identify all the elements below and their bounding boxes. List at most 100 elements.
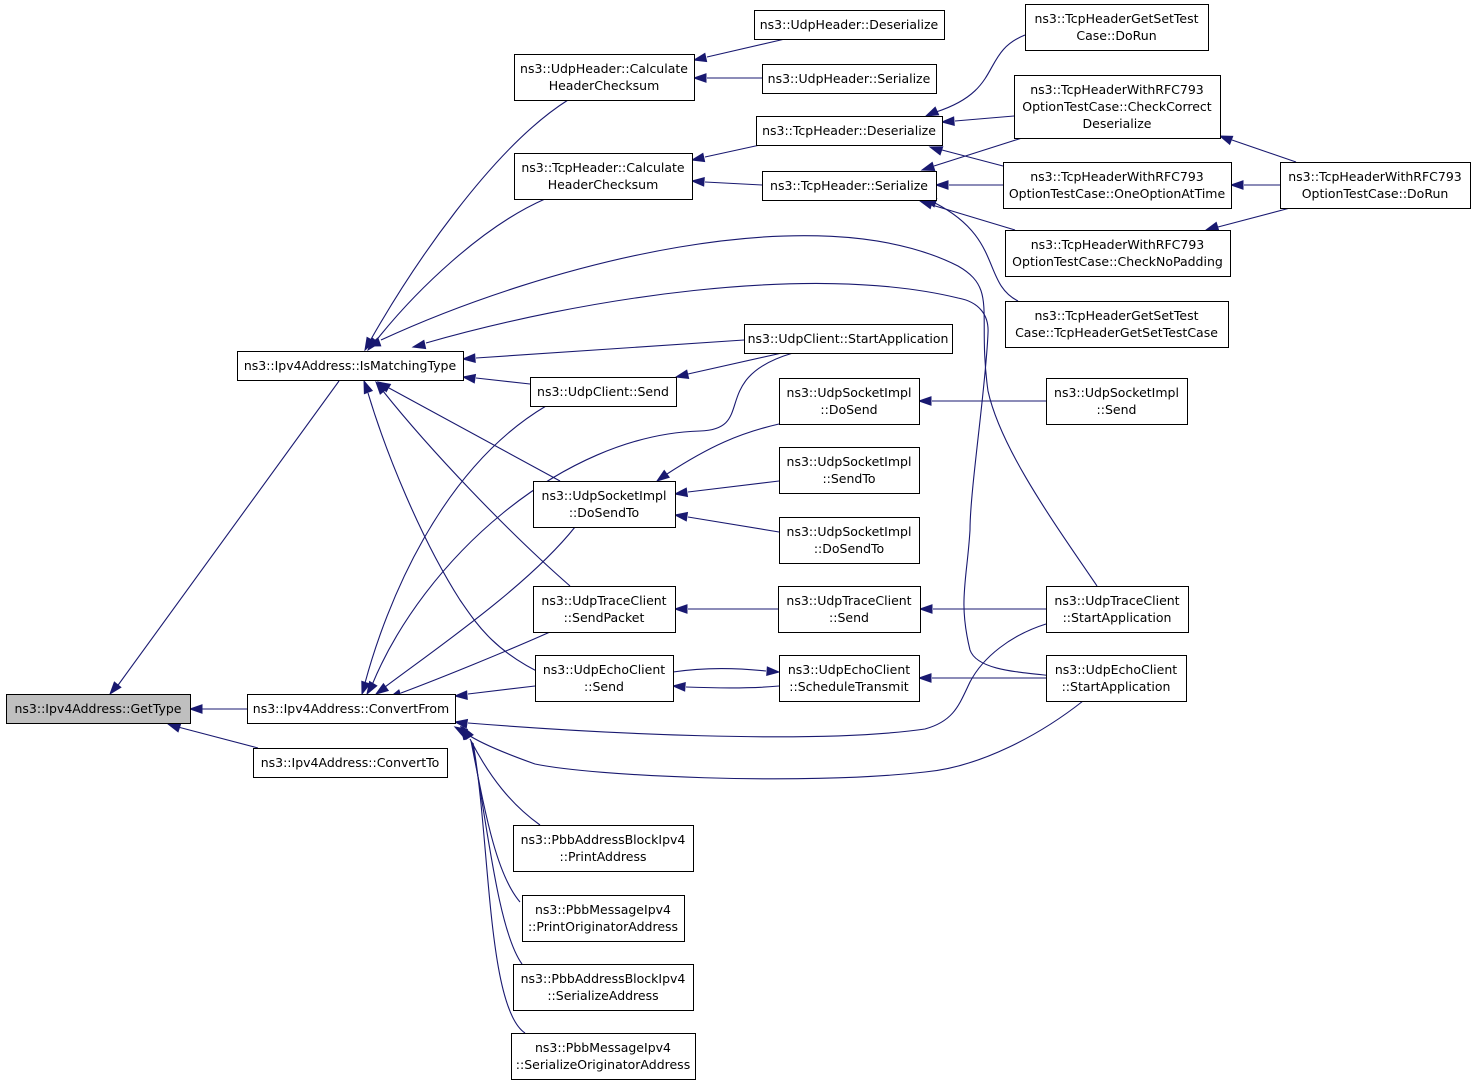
- node-pbb_ab_print[interactable]: ns3::PbbAddressBlockIpv4::PrintAddress: [513, 825, 694, 872]
- node-tcph_deser[interactable]: ns3::TcpHeader::Deserialize: [756, 116, 943, 146]
- edge-line: [704, 181, 763, 186]
- node-udpecho_send[interactable]: ns3::UdpEchoClient::Send: [535, 655, 674, 702]
- node-box[interactable]: [754, 10, 945, 40]
- node-label-line: ns3::UdpClient::Send: [537, 384, 669, 399]
- node-box[interactable]: [778, 586, 921, 633]
- node-box[interactable]: [533, 586, 676, 633]
- edge-ismatchingtype-to-gettype: [109, 380, 340, 696]
- node-box[interactable]: [779, 378, 920, 425]
- node-box[interactable]: [756, 116, 943, 146]
- node-box[interactable]: [779, 655, 920, 702]
- node-box[interactable]: [522, 895, 685, 942]
- edge-line: [672, 667, 767, 673]
- node-rfc_dorun[interactable]: ns3::TcpHeaderWithRFC793OptionTestCase::…: [1280, 162, 1471, 209]
- node-pbb_msg_ser[interactable]: ns3::PbbMessageIpv4::SerializeOriginator…: [511, 1033, 696, 1080]
- node-udpsock_dosendto[interactable]: ns3::UdpSocketImpl::DoSendTo: [533, 481, 676, 528]
- node-box[interactable]: [762, 171, 937, 201]
- node-udptrace_sendpacket[interactable]: ns3::UdpTraceClient::SendPacket: [533, 586, 676, 633]
- node-box[interactable]: [514, 153, 693, 200]
- edge-line: [704, 144, 761, 158]
- arrow-head: [673, 511, 689, 522]
- node-udph_ser[interactable]: ns3::UdpHeader::Serialize: [762, 64, 937, 94]
- edge-rfc_dorun-to-rfc_oneoption: [1229, 180, 1280, 190]
- node-box[interactable]: [779, 447, 920, 494]
- edge-line: [177, 726, 259, 749]
- node-udptrace_start[interactable]: ns3::UdpTraceClient::StartApplication: [1046, 586, 1189, 633]
- edge-tcph_deser-to-tcph_calc: [690, 144, 761, 163]
- node-label-line: ::Send: [584, 679, 624, 694]
- node-label-line: ns3::UdpHeader::Calculate: [520, 61, 688, 76]
- node-convertto[interactable]: ns3::Ipv4Address::ConvertTo: [253, 748, 448, 778]
- edge-line: [475, 377, 531, 385]
- node-box[interactable]: [237, 351, 464, 381]
- node-tcpgetset_dorun[interactable]: ns3::TcpHeaderGetSetTestCase::DoRun: [1025, 4, 1209, 51]
- node-box[interactable]: [779, 517, 920, 564]
- node-box[interactable]: [6, 694, 191, 724]
- node-box[interactable]: [1005, 230, 1231, 277]
- node-label-line: ns3::UdpSocketImpl: [1054, 385, 1179, 400]
- node-tcpgetset_ctor[interactable]: ns3::TcpHeaderGetSetTestCase::TcpHeaderG…: [1005, 301, 1229, 348]
- edge-line: [371, 352, 794, 686]
- node-box[interactable]: [762, 64, 937, 94]
- edge-line: [472, 742, 526, 1034]
- node-udpclient_start[interactable]: ns3::UdpClient::StartApplication: [744, 324, 953, 354]
- node-label-line: HeaderChecksum: [548, 177, 659, 192]
- node-ismatchingtype[interactable]: ns3::Ipv4Address::IsMatchingType: [237, 351, 464, 381]
- node-udpclient_send[interactable]: ns3::UdpClient::Send: [530, 377, 677, 407]
- node-box[interactable]: [247, 694, 456, 724]
- node-rfc_checkcorrect[interactable]: ns3::TcpHeaderWithRFC793OptionTestCase::…: [1014, 75, 1221, 139]
- edge-udpecho_start-to-udpecho_sched: [917, 673, 1046, 683]
- node-box[interactable]: [1046, 378, 1188, 425]
- node-box[interactable]: [513, 825, 694, 872]
- node-udpecho_sched[interactable]: ns3::UdpEchoClient::ScheduleTransmit: [779, 655, 920, 702]
- arrow-head: [109, 681, 122, 696]
- node-box[interactable]: [514, 54, 695, 101]
- node-box[interactable]: [1005, 301, 1229, 348]
- node-box[interactable]: [1046, 655, 1187, 702]
- edge-udph_calc-to-ismatchingtype: [364, 99, 569, 352]
- node-udpsock_dosend[interactable]: ns3::UdpSocketImpl::DoSend: [779, 378, 920, 425]
- node-label-line: ::SendPacket: [564, 610, 645, 625]
- node-label-line: ns3::TcpHeaderWithRFC793: [1288, 169, 1462, 184]
- node-tcph_ser[interactable]: ns3::TcpHeader::Serialize: [762, 171, 937, 201]
- node-udpsock_sendto[interactable]: ns3::UdpSocketImpl::SendTo: [779, 447, 920, 494]
- node-udpsock_dosendto2[interactable]: ns3::UdpSocketImpl::DoSendTo: [779, 517, 920, 564]
- node-label-line: ns3::PbbMessageIpv4: [535, 1040, 671, 1055]
- node-box[interactable]: [1014, 75, 1221, 139]
- node-box[interactable]: [744, 324, 953, 354]
- node-box[interactable]: [533, 481, 676, 528]
- arrow-head: [1204, 221, 1220, 232]
- edge-line: [384, 526, 576, 688]
- arrow-head: [928, 146, 944, 156]
- edge-udptrace_send-to-udptrace_sendpacket: [673, 604, 778, 614]
- node-label-line: ::Send: [1097, 402, 1137, 417]
- node-label-line: ns3::UdpEchoClient: [1055, 662, 1177, 677]
- node-gettype[interactable]: ns3::Ipv4Address::GetType: [6, 694, 191, 724]
- node-pbb_ab_ser[interactable]: ns3::PbbAddressBlockIpv4::SerializeAddre…: [513, 964, 694, 1011]
- node-udph_deser[interactable]: ns3::UdpHeader::Deserialize: [754, 10, 945, 40]
- node-box[interactable]: [1003, 162, 1232, 209]
- node-udptrace_send[interactable]: ns3::UdpTraceClient::Send: [778, 586, 921, 633]
- node-udpsock_send[interactable]: ns3::UdpSocketImpl::Send: [1046, 378, 1188, 425]
- node-box[interactable]: [1025, 4, 1209, 51]
- node-box[interactable]: [1280, 162, 1471, 209]
- node-rfc_oneoption[interactable]: ns3::TcpHeaderWithRFC793OptionTestCase::…: [1003, 162, 1232, 209]
- edge-line: [380, 235, 1098, 587]
- arrow-head: [918, 604, 933, 614]
- node-udpecho_start[interactable]: ns3::UdpEchoClient::StartApplication: [1046, 655, 1187, 702]
- node-label-line: ::SerializeAddress: [547, 988, 658, 1003]
- node-box[interactable]: [535, 655, 674, 702]
- node-rfc_nopadding[interactable]: ns3::TcpHeaderWithRFC793OptionTestCase::…: [1005, 230, 1231, 277]
- edge-line: [475, 339, 745, 359]
- arrow-head: [1218, 135, 1234, 146]
- node-box[interactable]: [253, 748, 448, 778]
- node-box[interactable]: [1046, 586, 1189, 633]
- node-box[interactable]: [530, 377, 677, 407]
- node-convertfrom[interactable]: ns3::Ipv4Address::ConvertFrom: [247, 694, 456, 724]
- node-box[interactable]: [511, 1033, 696, 1080]
- node-box[interactable]: [513, 964, 694, 1011]
- node-pbb_msg_print[interactable]: ns3::PbbMessageIpv4::PrintOriginatorAddr…: [522, 895, 685, 942]
- edge-line: [115, 380, 340, 689]
